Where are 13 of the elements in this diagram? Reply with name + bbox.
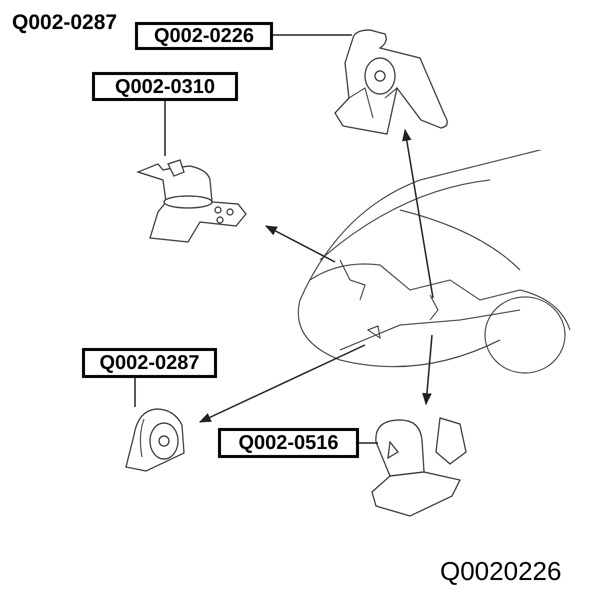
arrow — [198, 344, 366, 423]
arrow — [422, 334, 433, 406]
leader-line — [359, 442, 378, 444]
part-number-box: Q002-0226 — [135, 22, 273, 50]
part-number-box: Q002-0310 — [92, 72, 238, 101]
leader-line — [273, 34, 352, 36]
part-number: Q002-0287 — [12, 12, 118, 33]
part-number-box: Q002-0516 — [218, 428, 359, 458]
arrow — [264, 225, 336, 263]
arrow — [402, 128, 434, 298]
leader-line — [134, 378, 136, 407]
part-number-box: Q002-0287 — [82, 348, 217, 378]
part-number: Q0020226 — [440, 558, 562, 584]
